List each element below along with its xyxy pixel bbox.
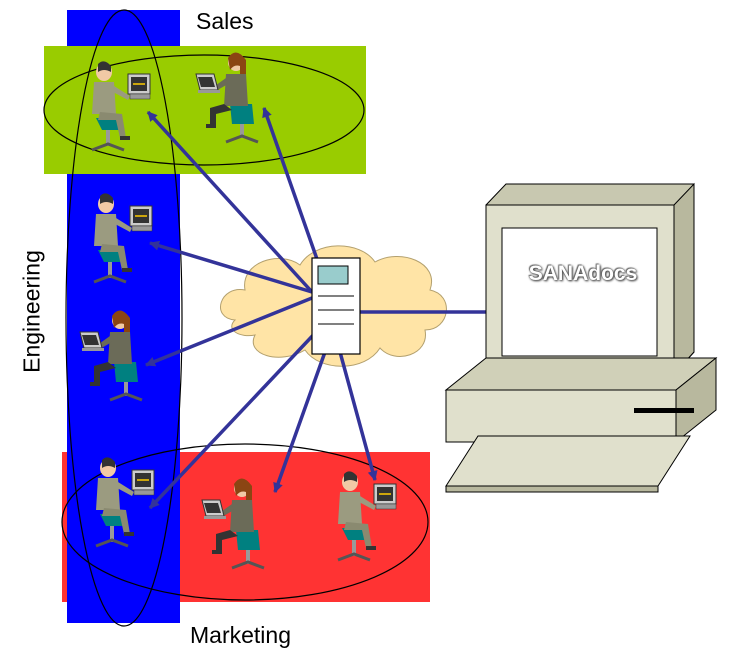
marketing-ellipse — [61, 443, 429, 601]
screen-logo-text: SANAdocs — [528, 262, 638, 285]
document-icon — [311, 257, 361, 355]
marketing-label: Marketing — [190, 622, 291, 648]
sales-label: Sales — [196, 8, 254, 34]
engineering-label: Engineering — [18, 250, 45, 373]
sales-ellipse — [43, 54, 365, 166]
engineering-ellipse — [65, 9, 183, 627]
connection-arrows — [145, 107, 492, 510]
computer-screen — [501, 227, 658, 357]
desktop-computer — [444, 182, 718, 493]
